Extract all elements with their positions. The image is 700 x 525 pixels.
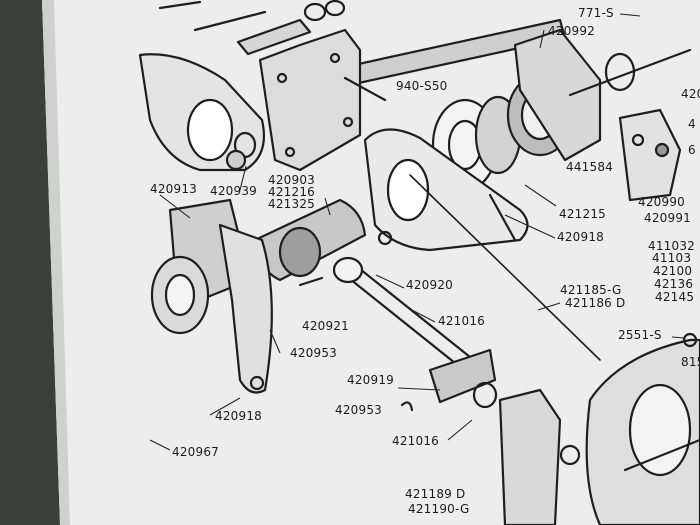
label-421325: 421325 <box>268 197 316 211</box>
label-42136: 42136 <box>654 277 694 291</box>
label-420903: 420903 <box>268 173 316 187</box>
label-42100: 42100 <box>653 264 693 278</box>
label-421186-d: 421186 D <box>565 296 626 310</box>
label-41103: 41103 <box>652 251 692 265</box>
label-42145: 42145 <box>655 290 695 304</box>
label-815: 815 <box>681 355 700 369</box>
label-4-edge: 4 <box>688 117 696 131</box>
label-6-edge: 6 <box>688 143 696 157</box>
label-2551-s: 2551-S <box>618 328 662 342</box>
label-420913: 420913 <box>150 182 198 196</box>
label-420992: 420992 <box>548 24 596 38</box>
label-411032: 411032 <box>648 239 696 253</box>
label-771-s: 771-S <box>578 6 614 20</box>
label-421189-d: 421189 D <box>405 487 466 501</box>
label-420919: 420919 <box>347 373 395 387</box>
label-421216: 421216 <box>268 185 316 199</box>
label-420920: 420920 <box>406 278 454 292</box>
label-420-edge: 420 <box>681 87 700 101</box>
label-420921: 420921 <box>302 319 350 333</box>
label-420990: 420990 <box>638 195 686 209</box>
label-421016-upper: 421016 <box>438 314 486 328</box>
label-421190-g: 421190-G <box>408 502 470 516</box>
label-421016-lower: 421016 <box>392 434 440 448</box>
label-420939: 420939 <box>210 184 258 198</box>
label-420953-upper: 420953 <box>290 346 338 360</box>
label-420991: 420991 <box>644 211 692 225</box>
label-441584: 441584 <box>566 160 614 174</box>
label-421185-g: 421185-G <box>560 283 622 297</box>
label-420953-lower: 420953 <box>335 403 383 417</box>
label-420918-right: 420918 <box>557 230 605 244</box>
label-420967: 420967 <box>172 445 220 459</box>
label-421215: 421215 <box>559 207 607 221</box>
label-420918-left: 420918 <box>215 409 263 423</box>
label-940-s50: 940-S50 <box>396 79 448 93</box>
